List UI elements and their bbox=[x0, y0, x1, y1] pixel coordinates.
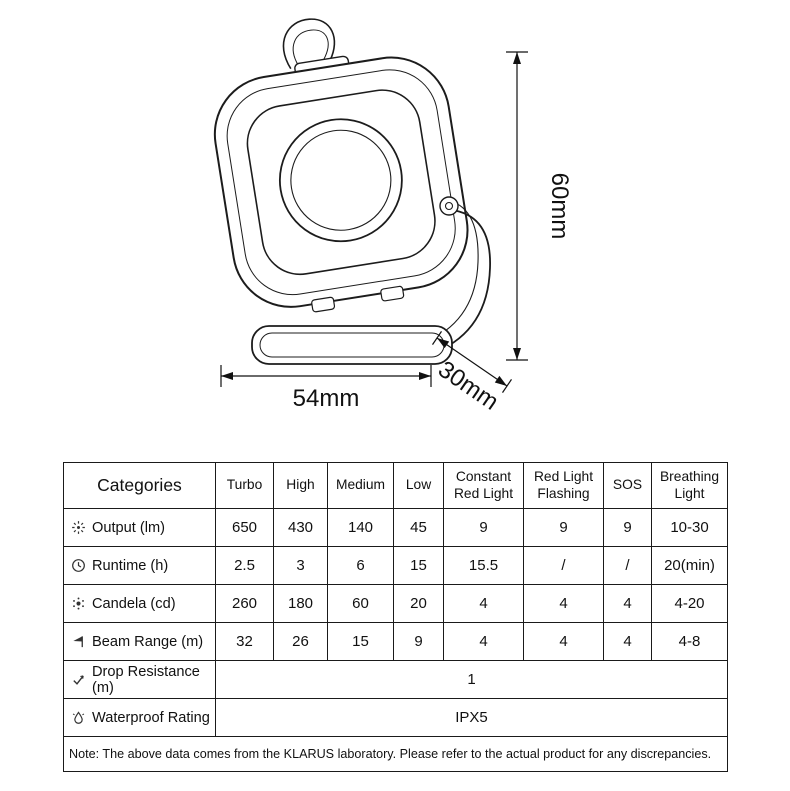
value-cell: 10-30 bbox=[651, 508, 728, 547]
row-label-text: Candela (cd) bbox=[92, 595, 176, 612]
value-cell: 4 bbox=[523, 584, 604, 623]
value-cell: 260 bbox=[215, 584, 274, 623]
header-medium: Medium bbox=[327, 462, 394, 509]
table-row-note: Note: The above data comes from the KLAR… bbox=[63, 736, 728, 772]
header-turbo: Turbo bbox=[215, 462, 274, 509]
width-dimension-label: 54mm bbox=[293, 385, 360, 412]
lamp-lens bbox=[278, 118, 403, 243]
lamp-body bbox=[213, 18, 469, 313]
header-breathing-light: Breathing Light bbox=[651, 462, 728, 509]
dim-width: 54mm bbox=[220, 365, 432, 412]
worklight-drawing: 60mm 54mm 30mm bbox=[213, 18, 573, 416]
value-cell: 430 bbox=[273, 508, 328, 547]
row-label-text: Beam Range (m) bbox=[92, 633, 204, 650]
header-sos: SOS bbox=[603, 462, 652, 509]
value-cell: 1 bbox=[215, 660, 728, 699]
dim-height: 60mm bbox=[506, 51, 573, 361]
lamp-hook-icon bbox=[282, 18, 336, 70]
header-high: High bbox=[273, 462, 328, 509]
check-icon bbox=[71, 672, 86, 687]
value-cell: 4-8 bbox=[651, 622, 728, 661]
value-cell: / bbox=[523, 546, 604, 585]
value-cell: 9 bbox=[443, 508, 524, 547]
row-label-text: Waterproof Rating bbox=[92, 709, 210, 726]
header-categories: Categories bbox=[63, 462, 216, 509]
value-cell: 45 bbox=[393, 508, 444, 547]
value-cell: 3 bbox=[273, 546, 328, 585]
header-low: Low bbox=[393, 462, 444, 509]
header-row: Categories Turbo High Medium Low Constan… bbox=[63, 462, 728, 509]
row-label-waterproof: Waterproof Rating bbox=[63, 698, 216, 737]
value-cell: 32 bbox=[215, 622, 274, 661]
value-cell: 140 bbox=[327, 508, 394, 547]
table-row-beam-range: Beam Range (m) 32 26 15 9 4 4 4 4-8 bbox=[63, 622, 728, 661]
value-cell: 4 bbox=[523, 622, 604, 661]
spec-table-container: Categories Turbo High Medium Low Constan… bbox=[63, 462, 728, 772]
row-label-drop-resistance: Drop Resistance (m) bbox=[63, 660, 216, 699]
value-cell: 26 bbox=[273, 622, 328, 661]
value-cell: 4 bbox=[443, 584, 524, 623]
spec-table: Categories Turbo High Medium Low Constan… bbox=[63, 462, 728, 772]
value-cell: IPX5 bbox=[215, 698, 728, 737]
value-cell: 6 bbox=[327, 546, 394, 585]
brightness-icon bbox=[71, 520, 86, 535]
value-cell: 2.5 bbox=[215, 546, 274, 585]
row-label-text: Runtime (h) bbox=[92, 557, 169, 574]
dim-depth: 30mm bbox=[432, 331, 512, 416]
beam-range-flag-icon bbox=[71, 634, 86, 649]
value-cell: / bbox=[603, 546, 652, 585]
value-cell: 15.5 bbox=[443, 546, 524, 585]
depth-dimension-label: 30mm bbox=[433, 356, 503, 416]
row-label-output: Output (lm) bbox=[63, 508, 216, 547]
header-constant-red-light: Constant Red Light bbox=[443, 462, 524, 509]
value-cell: 4 bbox=[603, 622, 652, 661]
value-cell: 60 bbox=[327, 584, 394, 623]
table-row-output: Output (lm) 650 430 140 45 9 9 9 10-30 bbox=[63, 508, 728, 547]
value-cell: 4-20 bbox=[651, 584, 728, 623]
row-label-text: Output (lm) bbox=[92, 519, 165, 536]
table-row-waterproof: Waterproof Rating IPX5 bbox=[63, 698, 728, 737]
row-label-candela: Candela (cd) bbox=[63, 584, 216, 623]
candela-icon bbox=[71, 596, 86, 611]
lamp-stand bbox=[251, 196, 491, 365]
value-cell: 9 bbox=[393, 622, 444, 661]
row-label-beam-range: Beam Range (m) bbox=[63, 622, 216, 661]
value-cell: 4 bbox=[603, 584, 652, 623]
table-row-runtime: Runtime (h) 2.5 3 6 15 15.5 / / 20(min) bbox=[63, 546, 728, 585]
height-dimension-label: 60mm bbox=[546, 173, 573, 240]
value-cell: 650 bbox=[215, 508, 274, 547]
value-cell: 15 bbox=[327, 622, 394, 661]
clock-icon bbox=[71, 558, 86, 573]
value-cell: 20(min) bbox=[651, 546, 728, 585]
value-cell: 9 bbox=[603, 508, 652, 547]
table-row-candela: Candela (cd) 260 180 60 20 4 4 4 4-20 bbox=[63, 584, 728, 623]
value-cell: 180 bbox=[273, 584, 328, 623]
value-cell: 20 bbox=[393, 584, 444, 623]
table-row-drop-resistance: Drop Resistance (m) 1 bbox=[63, 660, 728, 699]
value-cell: 4 bbox=[443, 622, 524, 661]
row-label-text: Drop Resistance (m) bbox=[92, 663, 200, 696]
row-label-runtime: Runtime (h) bbox=[63, 546, 216, 585]
value-cell: 9 bbox=[523, 508, 604, 547]
waterproof-droplet-icon bbox=[71, 710, 86, 725]
value-cell: 15 bbox=[393, 546, 444, 585]
table-note: Note: The above data comes from the KLAR… bbox=[63, 736, 728, 772]
header-red-light-flashing: Red Light Flashing bbox=[523, 462, 604, 509]
